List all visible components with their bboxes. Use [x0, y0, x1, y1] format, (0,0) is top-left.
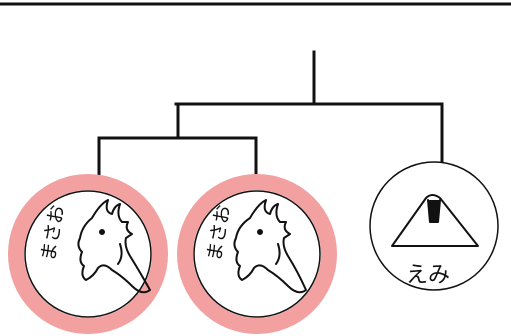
dinosaur-doodle-icon: [77, 199, 151, 294]
mountain-doodle-icon: [391, 194, 479, 247]
entrant-emi[interactable]: えみ: [369, 161, 499, 291]
winner-highlight-ring: [177, 174, 337, 334]
entrant-masao-2[interactable]: まさお: [177, 174, 337, 334]
winner-highlight-ring: [8, 174, 168, 334]
bracket-lines: [97, 50, 444, 184]
entrant-masao-1[interactable]: まさお: [8, 174, 168, 334]
entrant-name: えみ: [406, 263, 450, 288]
avatar-circle: [24, 190, 152, 318]
avatar-circle: [369, 161, 499, 291]
dinosaur-doodle-icon: [233, 199, 307, 294]
